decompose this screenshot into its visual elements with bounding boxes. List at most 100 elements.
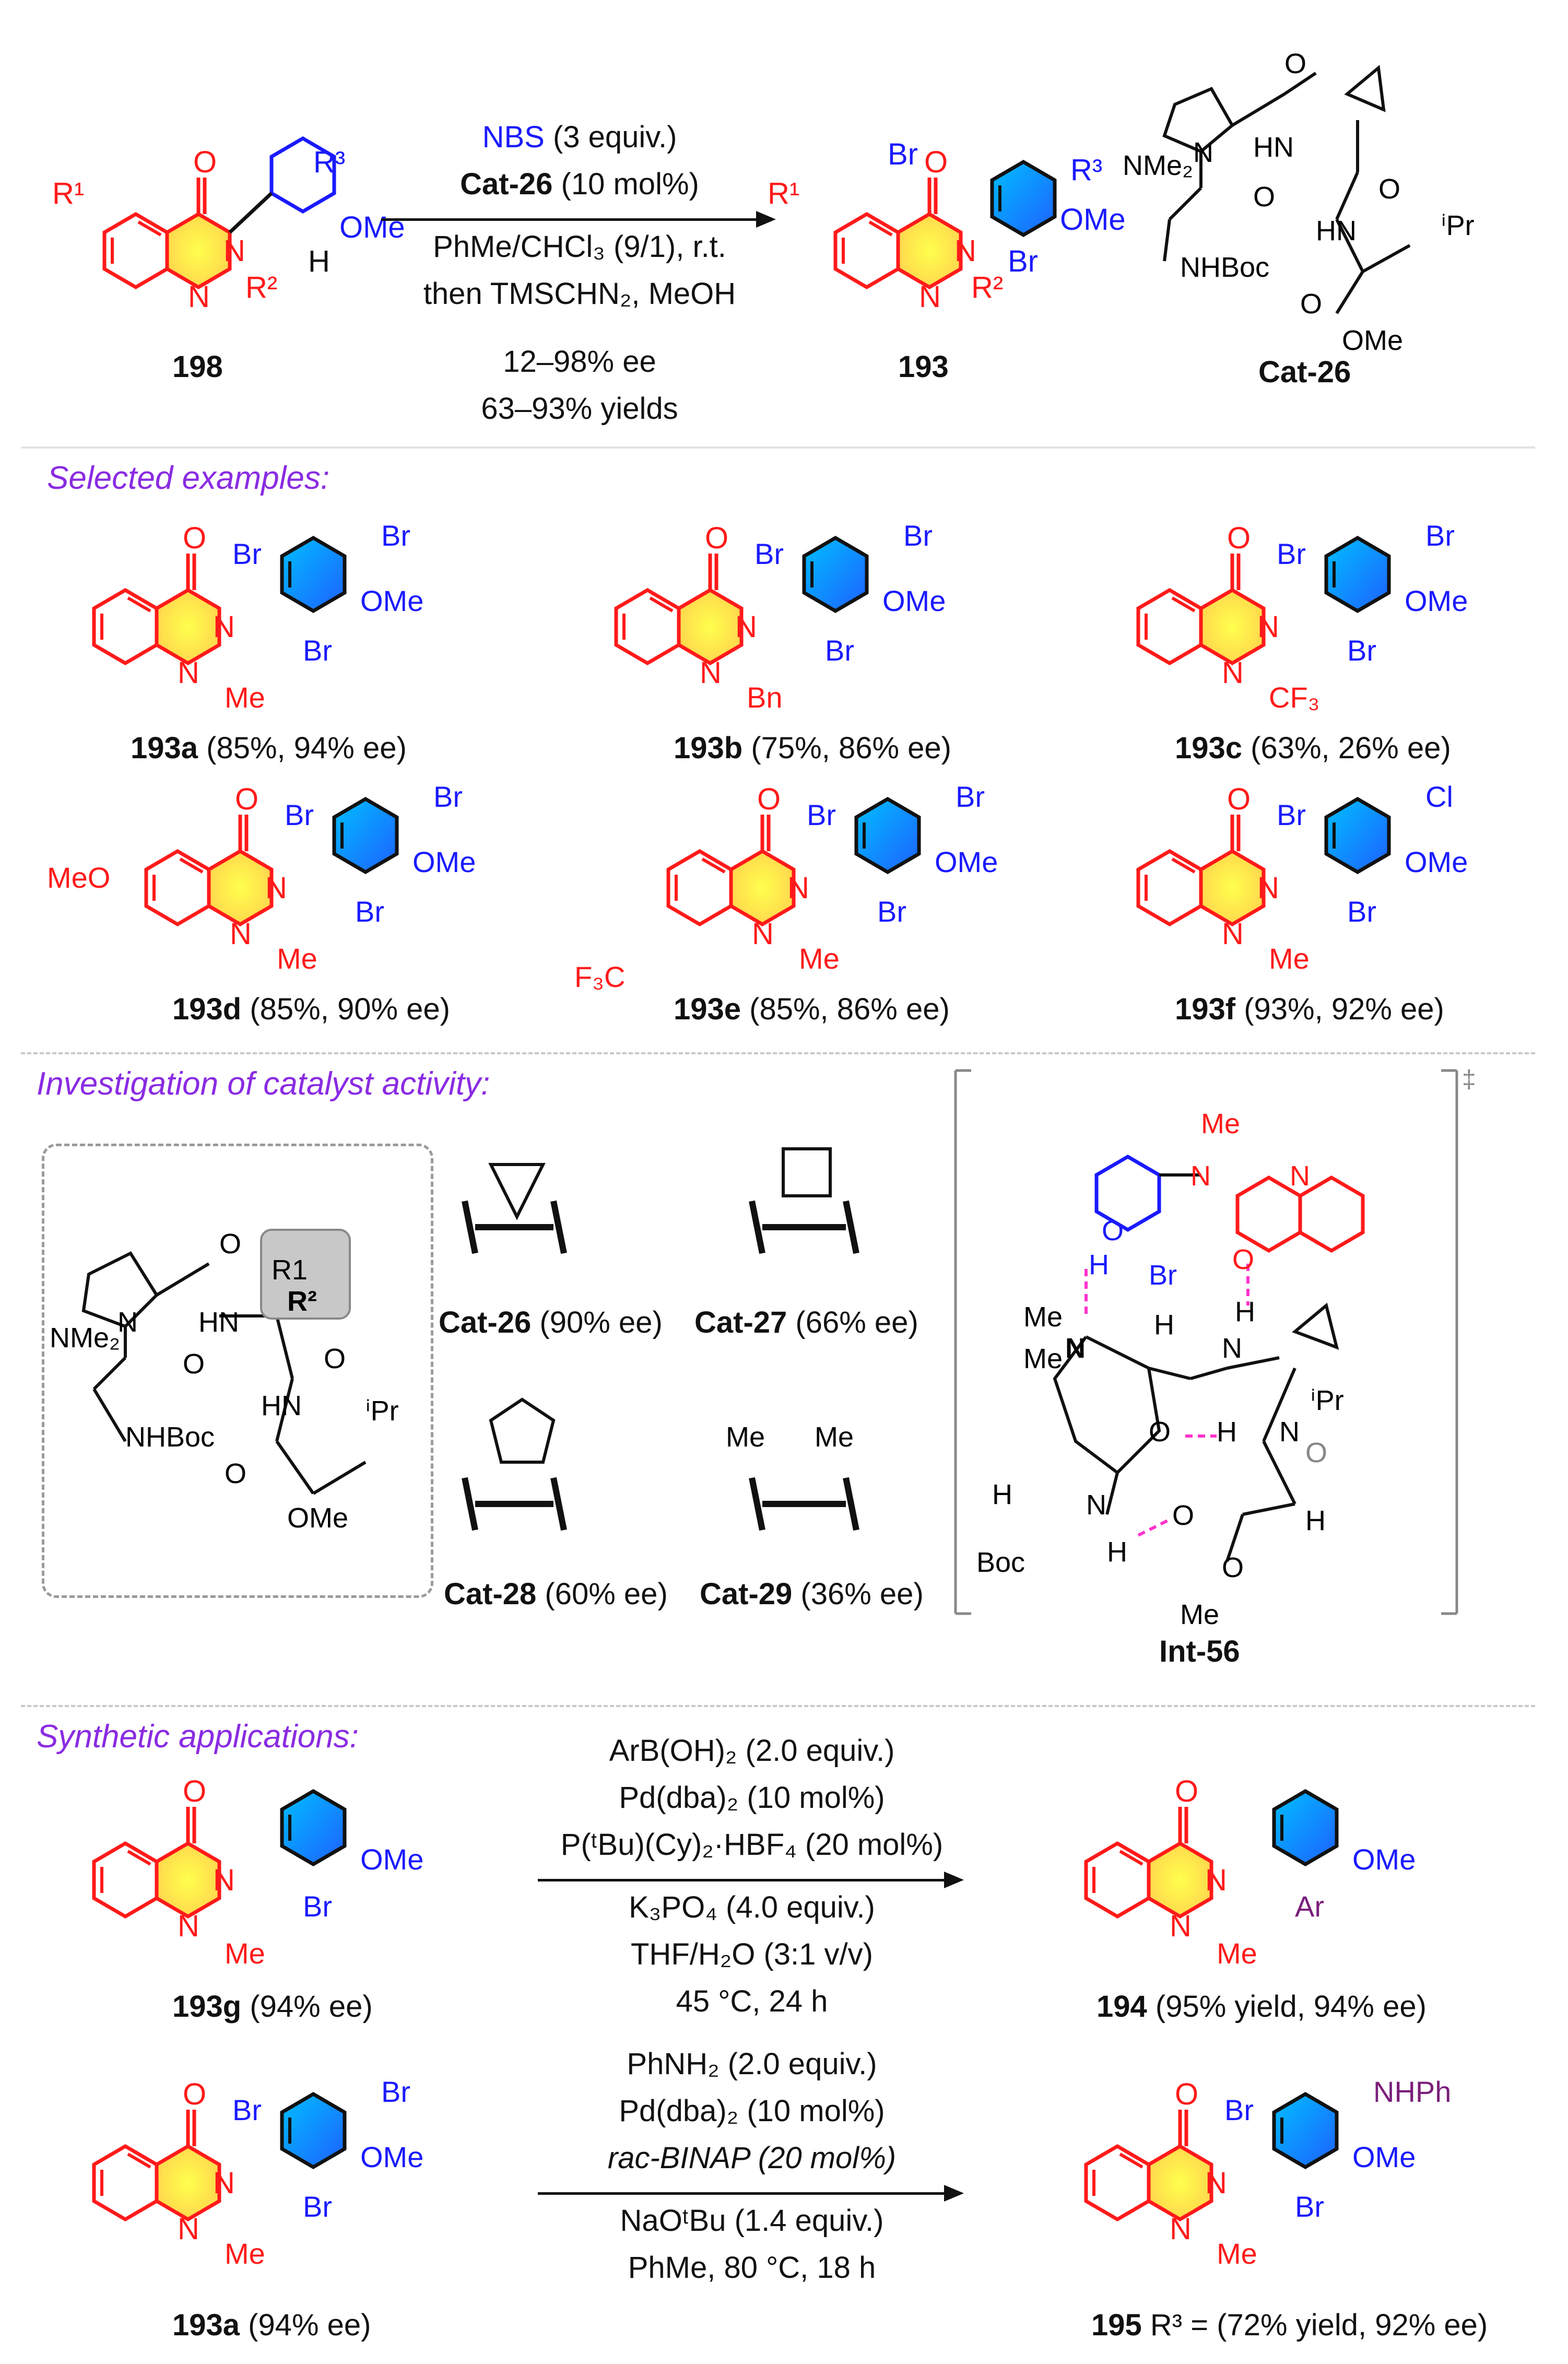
int56-label: Int-56	[1159, 1634, 1240, 1668]
svg-text:O: O	[1284, 48, 1306, 79]
svg-text:Br: Br	[303, 1890, 332, 1923]
yield-range: 63–93% yields	[481, 392, 678, 426]
svg-text:Me: Me	[799, 942, 840, 975]
divider-mid	[21, 1052, 1535, 1054]
rxn2-cond-3: rac-BINAP (20 mol%)	[607, 2141, 897, 2175]
svg-text:Cl: Cl	[1425, 780, 1453, 813]
svg-text:NMe₂: NMe₂	[1123, 150, 1193, 181]
svg-text:N: N	[1086, 1489, 1106, 1521]
svg-text:N: N	[1065, 1333, 1086, 1364]
svg-text:Me: Me	[1180, 1599, 1219, 1630]
svg-text:Me: Me	[726, 1421, 765, 1453]
rxn1-cond-5: THF/H₂O (3:1 v/v)	[631, 1937, 873, 1971]
svg-text:HN: HN	[198, 1307, 239, 1338]
svg-text:OMe: OMe	[882, 584, 946, 617]
svg-text:O: O	[1222, 1552, 1244, 1583]
svg-text:O: O	[1300, 288, 1322, 320]
svg-text:OMe: OMe	[287, 1502, 348, 1534]
svg-text:Br: Br	[1277, 537, 1306, 570]
svg-text:H: H	[1154, 1309, 1174, 1340]
rxn1-cond-3: P(ᵗBu)(Cy)₂·HBF₄ (20 mol%)	[560, 1828, 944, 1862]
cat26-result: Cat-26 (90% ee)	[439, 1306, 663, 1339]
svg-text:O: O	[1102, 1215, 1124, 1246]
svg-text:Me: Me	[1217, 2237, 1257, 2270]
svg-text:NHBoc: NHBoc	[125, 1421, 215, 1453]
svg-text:HN: HN	[1253, 132, 1294, 163]
svg-text:H: H	[1107, 1536, 1127, 1568]
svg-text:OMe: OMe	[360, 584, 423, 617]
svg-text:H: H	[308, 244, 330, 278]
rxn1-sm-caption: 193g (94% ee)	[172, 1990, 373, 2024]
selected-title: Selected examples:	[47, 460, 330, 496]
svg-text:Br: Br	[903, 519, 933, 552]
svg-text:Br: Br	[232, 2094, 262, 2126]
svg-text:Br: Br	[1295, 2190, 1324, 2223]
svg-text:OMe: OMe	[1405, 845, 1468, 878]
svg-text:N: N	[1279, 1416, 1300, 1448]
ring-motifs	[462, 1147, 859, 1531]
svg-text:Me: Me	[1023, 1301, 1063, 1333]
svg-text:Me: Me	[1023, 1343, 1063, 1374]
rxn1-cond-6: 45 °C, 24 h	[676, 1984, 828, 2018]
rxn2-cond-2: Pd(dba)₂ (10 mol%)	[619, 2094, 885, 2128]
svg-text:Br: Br	[807, 798, 836, 831]
svg-text:NHPh: NHPh	[1373, 2075, 1451, 2108]
svg-text:ⁱPr: ⁱPr	[1441, 210, 1475, 241]
svg-text:Bn: Bn	[747, 681, 783, 714]
svg-text:HN: HN	[261, 1390, 302, 1421]
example-193e-caption: 193e (85%, 86% ee)	[674, 992, 950, 1026]
svg-text:OMe: OMe	[1352, 2140, 1416, 2173]
svg-text:R1: R1	[272, 1254, 308, 1286]
cat28-result: Cat-28 (60% ee)	[444, 1577, 668, 1611]
rxn2-sm-caption: 193a (94% ee)	[172, 2308, 371, 2342]
svg-text:O: O	[219, 1228, 241, 1260]
svg-text:Ar: Ar	[1295, 1890, 1324, 1923]
svg-text:Br: Br	[381, 2075, 410, 2108]
svg-text:Br: Br	[303, 634, 332, 667]
svg-text:Br: Br	[1224, 2094, 1254, 2126]
svg-text:OMe: OMe	[360, 1843, 423, 1876]
svg-text:NHBoc: NHBoc	[1180, 252, 1269, 283]
svg-text:Br: Br	[1149, 1260, 1177, 1291]
generic-catalyst-box	[42, 1144, 433, 1598]
condition-solvent: PhMe/CHCl₃ (9/1), r.t.	[433, 230, 726, 264]
svg-text:H: H	[1089, 1249, 1109, 1280]
example-193b-caption: 193b (75%, 86% ee)	[674, 731, 951, 765]
reaction-arrow-1	[538, 1879, 945, 1881]
dagger-symbol: ‡	[1462, 1066, 1476, 1093]
svg-text:Br: Br	[1347, 634, 1376, 667]
svg-text:OMe: OMe	[1405, 584, 1468, 617]
svg-text:Me: Me	[225, 2237, 265, 2270]
arrow-head-top	[756, 211, 776, 228]
svg-text:Boc: Boc	[976, 1547, 1025, 1578]
ee-range: 12–98% ee	[503, 345, 656, 379]
svg-text:Br: Br	[956, 780, 985, 813]
svg-text:Br: Br	[433, 780, 463, 813]
arrow-head-1	[944, 1872, 964, 1888]
svg-text:OMe: OMe	[360, 2140, 423, 2173]
svg-text:O: O	[183, 1348, 205, 1380]
rxn1-cond-2: Pd(dba)₂ (10 mol%)	[619, 1781, 885, 1815]
int56-structure: O H Br N Me N O Me Me N H H N O H N ⁱPr …	[954, 1069, 1458, 1630]
investigation-title: Investigation of catalyst activity:	[37, 1066, 490, 1102]
svg-text:O: O	[225, 1458, 246, 1489]
svg-text:H: H	[1217, 1416, 1237, 1448]
svg-text:H: H	[1305, 1505, 1326, 1536]
svg-text:N: N	[1290, 1160, 1310, 1192]
condition-cat: Cat-26 (10 mol%)	[460, 167, 699, 201]
svg-text:NMe₂: NMe₂	[50, 1322, 120, 1354]
cat26-label: Cat-26	[1258, 355, 1351, 389]
svg-text:OMe: OMe	[1060, 203, 1126, 237]
arrow-head-2	[944, 2185, 964, 2202]
svg-text:Me: Me	[815, 1421, 854, 1453]
svg-text:O: O	[324, 1343, 346, 1374]
svg-text:Br: Br	[232, 537, 262, 570]
svg-text:Me: Me	[1269, 942, 1310, 975]
cat29-result: Cat-29 (36% ee)	[700, 1577, 924, 1611]
svg-text:ⁱPr: ⁱPr	[366, 1395, 399, 1427]
product-label-193: 193	[898, 350, 949, 384]
rxn2-prod-caption: 195 R³ = (72% yield, 92% ee)	[1091, 2308, 1488, 2342]
rxn1-prod-caption: 194 (95% yield, 94% ee)	[1097, 1990, 1426, 2024]
applications-title: Synthetic applications:	[37, 1719, 359, 1755]
